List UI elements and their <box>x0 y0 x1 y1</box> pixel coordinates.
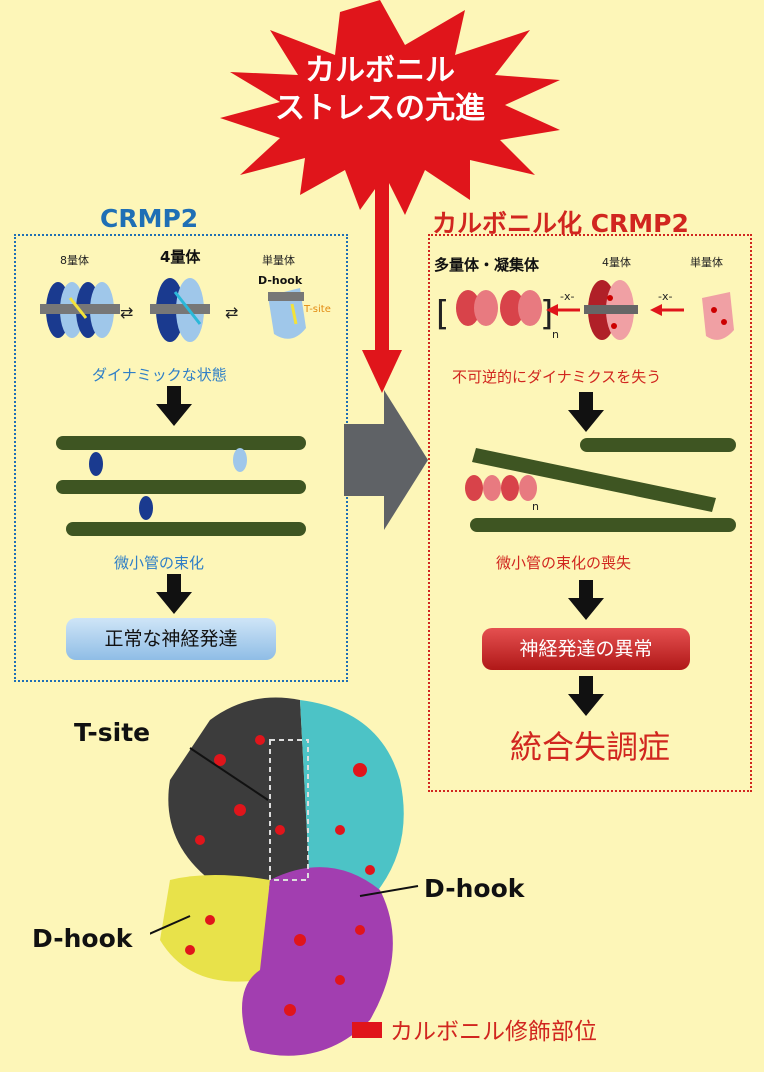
tsite-small-label: T-site <box>304 304 331 315</box>
carbonylated-crmp2-panel <box>428 234 752 792</box>
svg-text:⇄: ⇄ <box>225 303 238 322</box>
octamer-label: 8量体 <box>60 254 89 267</box>
carbonyl-site-legend-label: カルボニル修飾部位 <box>390 1019 597 1045</box>
stress-label: カルボニル ストレスの亢進 <box>250 52 510 128</box>
dhook-callout-right: D-hook <box>424 874 525 903</box>
stress-down-arrow <box>362 255 402 393</box>
dynamic-state-label: ダイナミックな状態 <box>92 366 227 384</box>
right-n-subscript: n <box>552 328 559 341</box>
blocked-transition-right: -x- <box>658 290 673 303</box>
right-monomer-label: 単量体 <box>690 256 723 269</box>
octamer-icon <box>40 282 120 338</box>
blocked-transition-left: -x- <box>560 290 575 303</box>
svg-text:]: ] <box>540 294 553 334</box>
bundling-loss-label: 微小管の束化の喪失 <box>496 554 632 572</box>
monomer-label: 単量体 <box>262 254 295 267</box>
right-tetramer-label: 4量体 <box>602 256 631 269</box>
carbonylated-aggregation-scheme: [ ] <box>436 280 734 340</box>
multimer-label: 多量体・凝集体 <box>434 256 540 274</box>
stress-line2: ストレスの亢進 <box>275 91 485 126</box>
left-panel-title: CRMP2 <box>100 204 199 233</box>
carbonyl-stress-burst <box>220 0 560 260</box>
tetramer-label: 4量体 <box>160 248 201 266</box>
transition-arrow-icon <box>344 390 428 530</box>
tsite-callout: T-site <box>74 718 151 747</box>
crmp2-oligomer-equilibrium: ⇄ ⇄ <box>40 278 306 342</box>
abnormal-development-box: 神経発達の異常 <box>482 628 690 670</box>
bundling-label: 微小管の束化 <box>114 554 205 572</box>
crmp2-surface-structure <box>150 697 419 1056</box>
svg-text:⇄: ⇄ <box>120 303 133 322</box>
lose-dynamics-label: 不可逆的にダイナミクスを失う <box>452 368 662 386</box>
right-n-subscript-2: n <box>532 500 539 513</box>
normal-development-box: 正常な神経発達 <box>66 618 276 660</box>
carbonyl-site-legend-swatch <box>352 1022 382 1038</box>
dhook-small-label: D-hook <box>258 274 303 287</box>
right-panel-title: カルボニル化 CRMP2 <box>432 209 689 238</box>
monomer-icon <box>268 288 306 339</box>
dhook-callout-left: D-hook <box>32 924 133 953</box>
microtubule-bundle <box>56 436 306 536</box>
stress-line1: カルボニル <box>305 53 455 88</box>
down-arrow-icon <box>156 574 192 614</box>
disrupted-microtubules <box>465 438 736 532</box>
down-arrow-icon <box>568 392 604 432</box>
down-arrow-icon <box>568 580 604 620</box>
down-arrow-icon <box>568 676 604 716</box>
tetramer-icon <box>150 278 210 342</box>
down-arrow-icon <box>156 386 192 426</box>
schizophrenia-label: 統合失調症 <box>509 728 670 766</box>
svg-text:[: [ <box>436 294 449 334</box>
